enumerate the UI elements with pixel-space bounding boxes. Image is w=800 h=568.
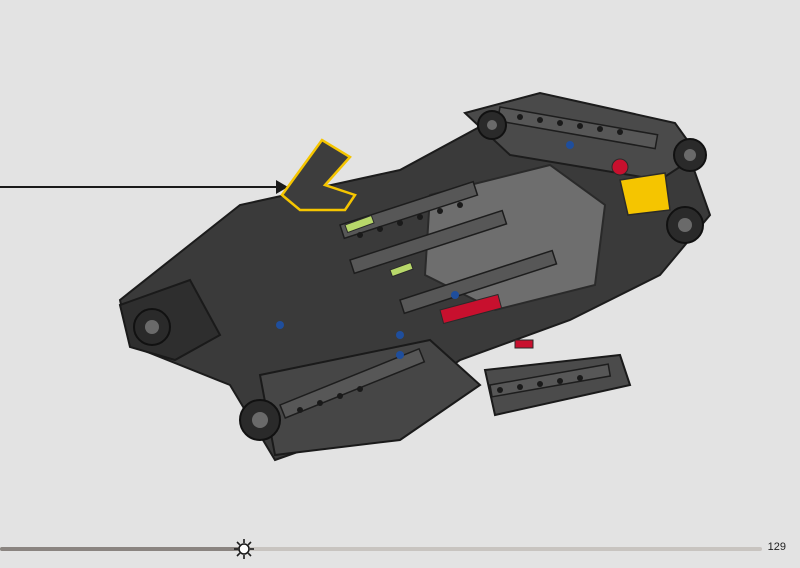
model-illustration: [118, 91, 712, 462]
page-number: 129: [767, 541, 786, 553]
progress-fill: [0, 547, 244, 551]
progress-track: [0, 547, 762, 551]
callout-pointer-line: [0, 186, 282, 188]
sun-gear-icon: [234, 539, 254, 559]
